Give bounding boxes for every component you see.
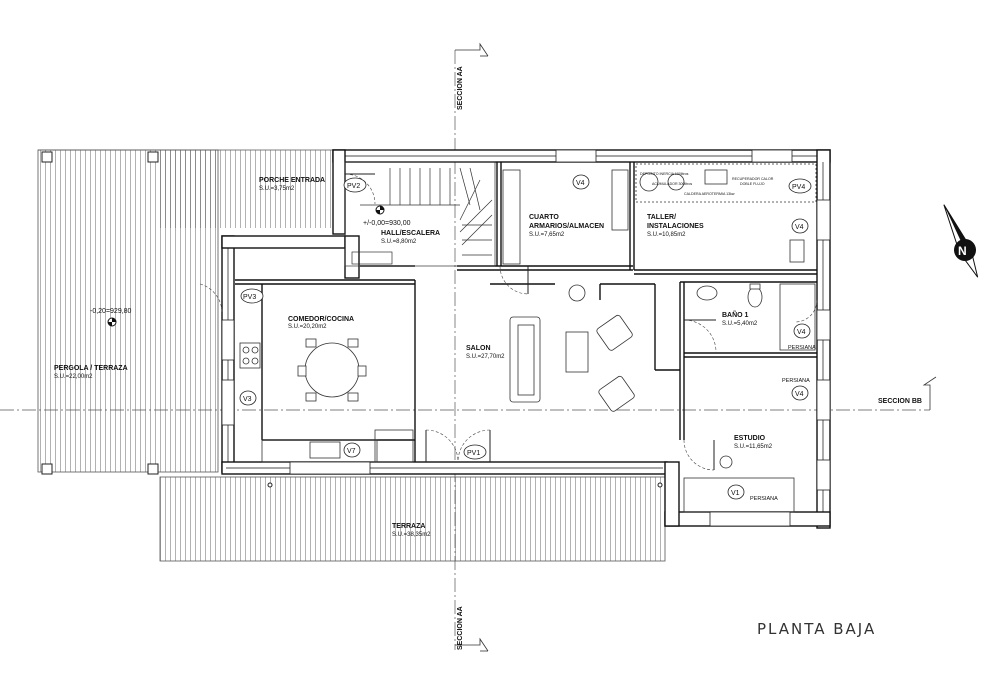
door-tag-pv3: PV3 <box>243 294 256 301</box>
room-name-estudio: ESTUDIO <box>734 435 766 442</box>
doors[interactable] <box>345 173 716 470</box>
room-area-cuarto: S.U.=7,65m2 <box>529 232 565 238</box>
section-label-aa: SECCION AA <box>457 66 464 110</box>
window-tag-v4: V4 <box>576 180 585 187</box>
dining-table <box>304 342 360 398</box>
equipment-note: ACUMULADOR 300litros <box>652 182 692 186</box>
room-name-taller: TALLER/ <box>647 214 676 221</box>
wardrobe <box>502 169 521 265</box>
room-area-pergola: S.U.=22,00m2 <box>54 374 93 380</box>
equipment-note: CALDERA AEROTERMIA 13kw <box>684 192 735 196</box>
front-terrace <box>159 476 666 562</box>
room-name-porche: PORCHE ENTRADA <box>259 177 325 184</box>
room-area-bano: S.U.=5,40m2 <box>722 321 758 327</box>
staircase <box>344 161 496 267</box>
window-tag-v4: V4 <box>797 329 806 336</box>
armchair <box>598 375 635 412</box>
level-marker-entry <box>375 205 385 215</box>
persiana-label: PERSIANA <box>750 496 778 502</box>
coffee-table <box>565 331 589 373</box>
window-tag-v7: V7 <box>347 448 356 455</box>
room-name-salon: SALON <box>466 345 491 352</box>
pergola-terrace <box>37 149 335 475</box>
room-area-terraza: S.U.=38,35m2 <box>392 532 431 538</box>
door-tag-pv1: PV1 <box>467 450 480 457</box>
room-area-estudio: S.U.=11,65m2 <box>734 444 773 450</box>
equipment-note: DEPOSITO INERCIA 100litros <box>640 172 689 176</box>
room-name-hall: HALL/ESCALERA <box>381 230 440 237</box>
room-area-hall: S.U.=8,80m2 <box>381 239 417 245</box>
washbasin <box>696 285 718 301</box>
room-name-pergola: PERGOLA / TERRAZA <box>54 365 128 372</box>
door-tag-pv4: PV4 <box>792 184 805 191</box>
room-name-cuarto: CUARTO <box>529 214 559 221</box>
window-tag-v4: V4 <box>795 224 804 231</box>
room-area-salon: S.U.=27,70m2 <box>466 354 505 360</box>
north-arrow-icon <box>943 204 979 278</box>
kitchen-sink <box>309 441 341 459</box>
window-tag-v1: V1 <box>731 490 740 497</box>
armchair <box>596 314 633 351</box>
equipment-note: RECUPERADOR CALOR <box>732 177 774 181</box>
room-name-comedor: COMEDOR/COCINA <box>288 316 354 323</box>
north-label: N <box>958 244 967 258</box>
persiana-label: PERSIANA <box>782 378 810 384</box>
section-label-aa: SECCION AA <box>457 606 464 650</box>
toilet <box>747 286 763 308</box>
furniture <box>239 163 817 513</box>
level-pergola: -0,20=929,80 <box>90 308 132 315</box>
cooktop <box>239 342 261 369</box>
window-tag-v4: V4 <box>795 391 804 398</box>
level-marker-pergola <box>107 317 117 327</box>
drawing-title: PLANTA BAJA <box>757 620 876 638</box>
room-area-taller: S.U.=10,85m2 <box>647 232 686 238</box>
opening-tags <box>239 174 812 500</box>
room-name-terraza: TERRAZA <box>392 523 425 530</box>
room-area-comedor: S.U.=20,20m2 <box>288 324 327 330</box>
window-tag-v3: V3 <box>243 396 252 403</box>
persiana-label: PERSIANA <box>788 345 816 351</box>
room-name-bano: BAÑO 1 <box>722 310 749 319</box>
windows <box>221 149 831 527</box>
room-name-taller-2: INSTALACIONES <box>647 223 704 230</box>
level-entry: +/-0,00=930,00 <box>363 220 411 227</box>
room-name-cuarto-2: ARMARIOS/ALMACEN <box>529 223 604 230</box>
section-markers <box>455 42 937 652</box>
section-label-bb: SECCION BB <box>878 398 922 405</box>
equipment-note: DOBLE FLUJO <box>740 182 765 186</box>
room-area-porche: S.U.=3,75m2 <box>259 186 295 192</box>
door-tag-pv2: PV2 <box>347 183 360 190</box>
